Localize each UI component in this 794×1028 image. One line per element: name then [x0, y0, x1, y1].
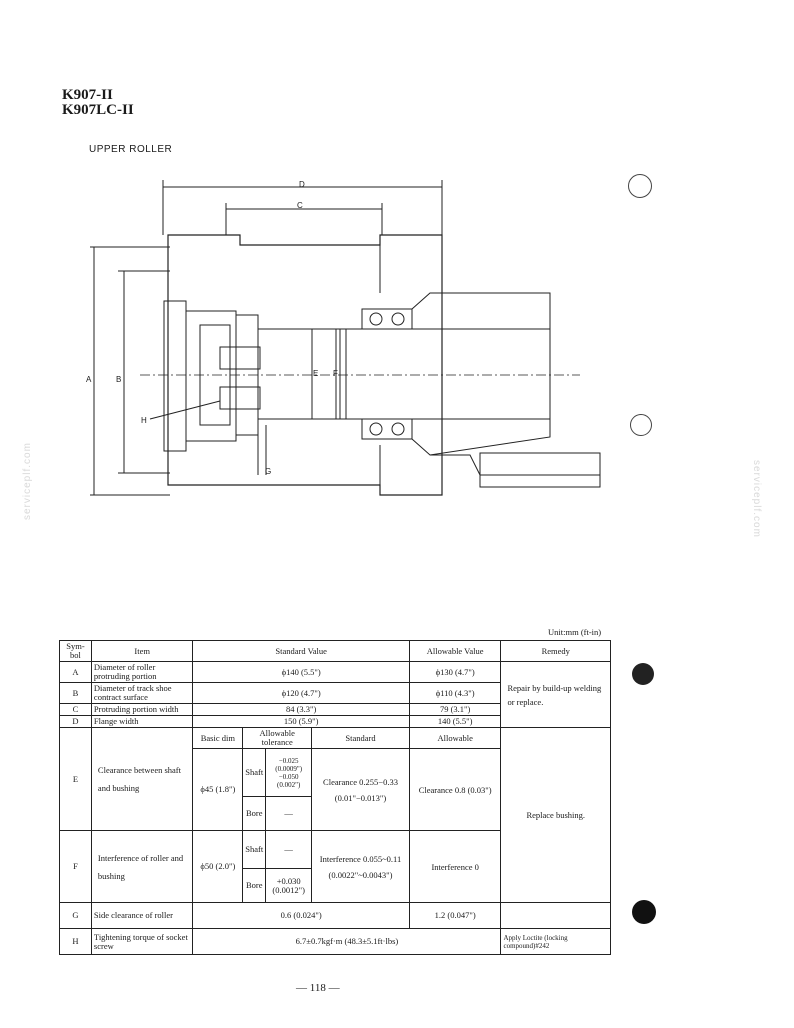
- table-subheader-row: E Clearance between shaft and bushing Ba…: [59, 727, 611, 903]
- row-d-standard: 150 (5.9"): [192, 715, 410, 728]
- table-row: G Side clearance of roller 0.6 (0.024") …: [59, 902, 611, 929]
- row-g-allowable: 1.2 (0.047"): [408, 902, 502, 929]
- row-c-symbol: C: [59, 703, 92, 716]
- page-number: — 118 —: [296, 982, 340, 994]
- label-F: F: [333, 369, 338, 378]
- row-a-item: Diameter of roller protruding portion: [90, 661, 194, 683]
- row-f-symbol: F: [59, 830, 92, 903]
- header-item: Item: [90, 640, 194, 662]
- row-e-bore-label: Bore: [242, 796, 267, 831]
- row-h-standard: 6.7±0.7kgf·m (48.3±5.1ft·lbs): [192, 928, 502, 955]
- header-remedy: Remedy: [500, 640, 611, 662]
- row-e-symbol: E: [59, 727, 92, 831]
- upper-roller-drawing: [90, 180, 601, 496]
- row-b-item: Diameter of track shoe contract surface: [90, 682, 194, 704]
- row-f-standard: Interference 0.055~0.11 (0.0022"~0.0043"…: [311, 830, 410, 903]
- section-title: UPPER ROLLER: [89, 144, 173, 155]
- header-standard-value: Standard Value: [192, 640, 410, 662]
- row-h-symbol: H: [59, 928, 92, 955]
- label-D: D: [299, 180, 305, 189]
- model-title-1: K907-II: [62, 87, 113, 103]
- row-f-bore-label: Bore: [242, 868, 267, 903]
- table-row: F Interference of roller and bushing ϕ50…: [59, 830, 611, 903]
- table-row: B Diameter of track shoe contract surfac…: [59, 682, 611, 704]
- row-f-bore-tol: +0.030 (0.0012"): [265, 868, 313, 903]
- row-d-item: Flange width: [90, 715, 194, 728]
- row-a-allowable: ϕ130 (4.7"): [408, 661, 502, 683]
- label-E: E: [313, 369, 319, 378]
- table-row: H Tightening torque of socket screw 6.7±…: [59, 928, 611, 955]
- label-G: G: [265, 467, 272, 476]
- watermark-left: serviceplf.com: [22, 442, 33, 520]
- table-header-row: Sym-bol Item Standard Value Allowable Va…: [59, 640, 611, 662]
- subheader-allowable-tolerance: Allowable tolerance: [242, 727, 313, 749]
- row-f-shaft-label: Shaft: [242, 830, 267, 869]
- row-g-item: Side clearance of roller: [90, 902, 194, 929]
- row-e-item: Clearance between shaft and bushing: [90, 727, 194, 831]
- row-b-standard: ϕ120 (4.7"): [192, 682, 410, 704]
- row-e-shaft-label: Shaft: [242, 748, 267, 797]
- row-e-basic-dim: ϕ45 (1.8"): [192, 748, 244, 831]
- remedy-replace-bushing: Replace bushing.: [500, 727, 611, 903]
- spec-table: Sym-bol Item Standard Value Allowable Va…: [59, 640, 611, 955]
- header-allowable-value: Allowable Value: [408, 640, 502, 662]
- row-h-item: Tightening torque of socket screw: [90, 928, 194, 955]
- label-C: C: [297, 201, 303, 210]
- label-B: B: [116, 375, 122, 384]
- subheader-standard: Standard: [311, 727, 410, 749]
- row-h-remedy: Apply Loctite (locking compound)#242: [500, 928, 611, 955]
- binder-hole-2: [630, 414, 652, 436]
- row-b-allowable: ϕ110 (4.3"): [408, 682, 502, 704]
- row-g-standard: 0.6 (0.024"): [192, 902, 410, 929]
- table-row: A Diameter of roller protruding portion …: [59, 661, 611, 728]
- table-row: C Protruding portion width 84 (3.3") 79 …: [59, 703, 611, 716]
- row-f-shaft-tol: —: [265, 830, 313, 869]
- row-c-standard: 84 (3.3"): [192, 703, 410, 716]
- row-b-symbol: B: [59, 682, 92, 704]
- binder-hole-3: [632, 663, 654, 685]
- subheader-allowable: Allowable: [408, 727, 502, 749]
- row-e-allowable: Clearance 0.8 (0.03"): [408, 748, 502, 831]
- row-e-bore-tol: —: [265, 796, 313, 831]
- row-a-standard: ϕ140 (5.5"): [192, 661, 410, 683]
- subheader-basic-dim: Basic dim: [192, 727, 244, 749]
- label-A: A: [86, 375, 92, 384]
- row-a-symbol: A: [59, 661, 92, 683]
- binder-hole-4: [632, 900, 656, 924]
- row-g-symbol: G: [59, 902, 92, 929]
- remedy-build-up: Repair by build-up welding or replace.: [500, 661, 611, 728]
- table-row: Bore —: [60, 796, 611, 831]
- row-d-symbol: D: [59, 715, 92, 728]
- watermark-right: serviceplf.com: [751, 460, 762, 538]
- model-title-2: K907LC-II: [62, 102, 134, 118]
- row-f-item: Interference of roller and bushing: [90, 830, 194, 903]
- row-g-remedy: [500, 902, 611, 929]
- row-e-shaft-tol: −0.025 (0.0009") −0.050 (0.002"): [265, 748, 313, 797]
- row-d-allowable: 140 (5.5"): [408, 715, 502, 728]
- binder-hole-1: [628, 174, 652, 198]
- label-H: H: [141, 416, 147, 425]
- row-f-allowable: Interference 0: [408, 830, 502, 903]
- row-c-allowable: 79 (3.1"): [408, 703, 502, 716]
- header-symbol: Sym-bol: [59, 640, 92, 662]
- units-label: Unit:mm (ft-in): [548, 627, 602, 637]
- row-c-item: Protruding portion width: [90, 703, 194, 716]
- table-row: Bore +0.030 (0.0012"): [60, 868, 611, 903]
- row-f-basic-dim: ϕ50 (2.0"): [192, 830, 244, 903]
- row-e-standard: Clearance 0.255−0.33 (0.01"−0.013"): [311, 748, 410, 831]
